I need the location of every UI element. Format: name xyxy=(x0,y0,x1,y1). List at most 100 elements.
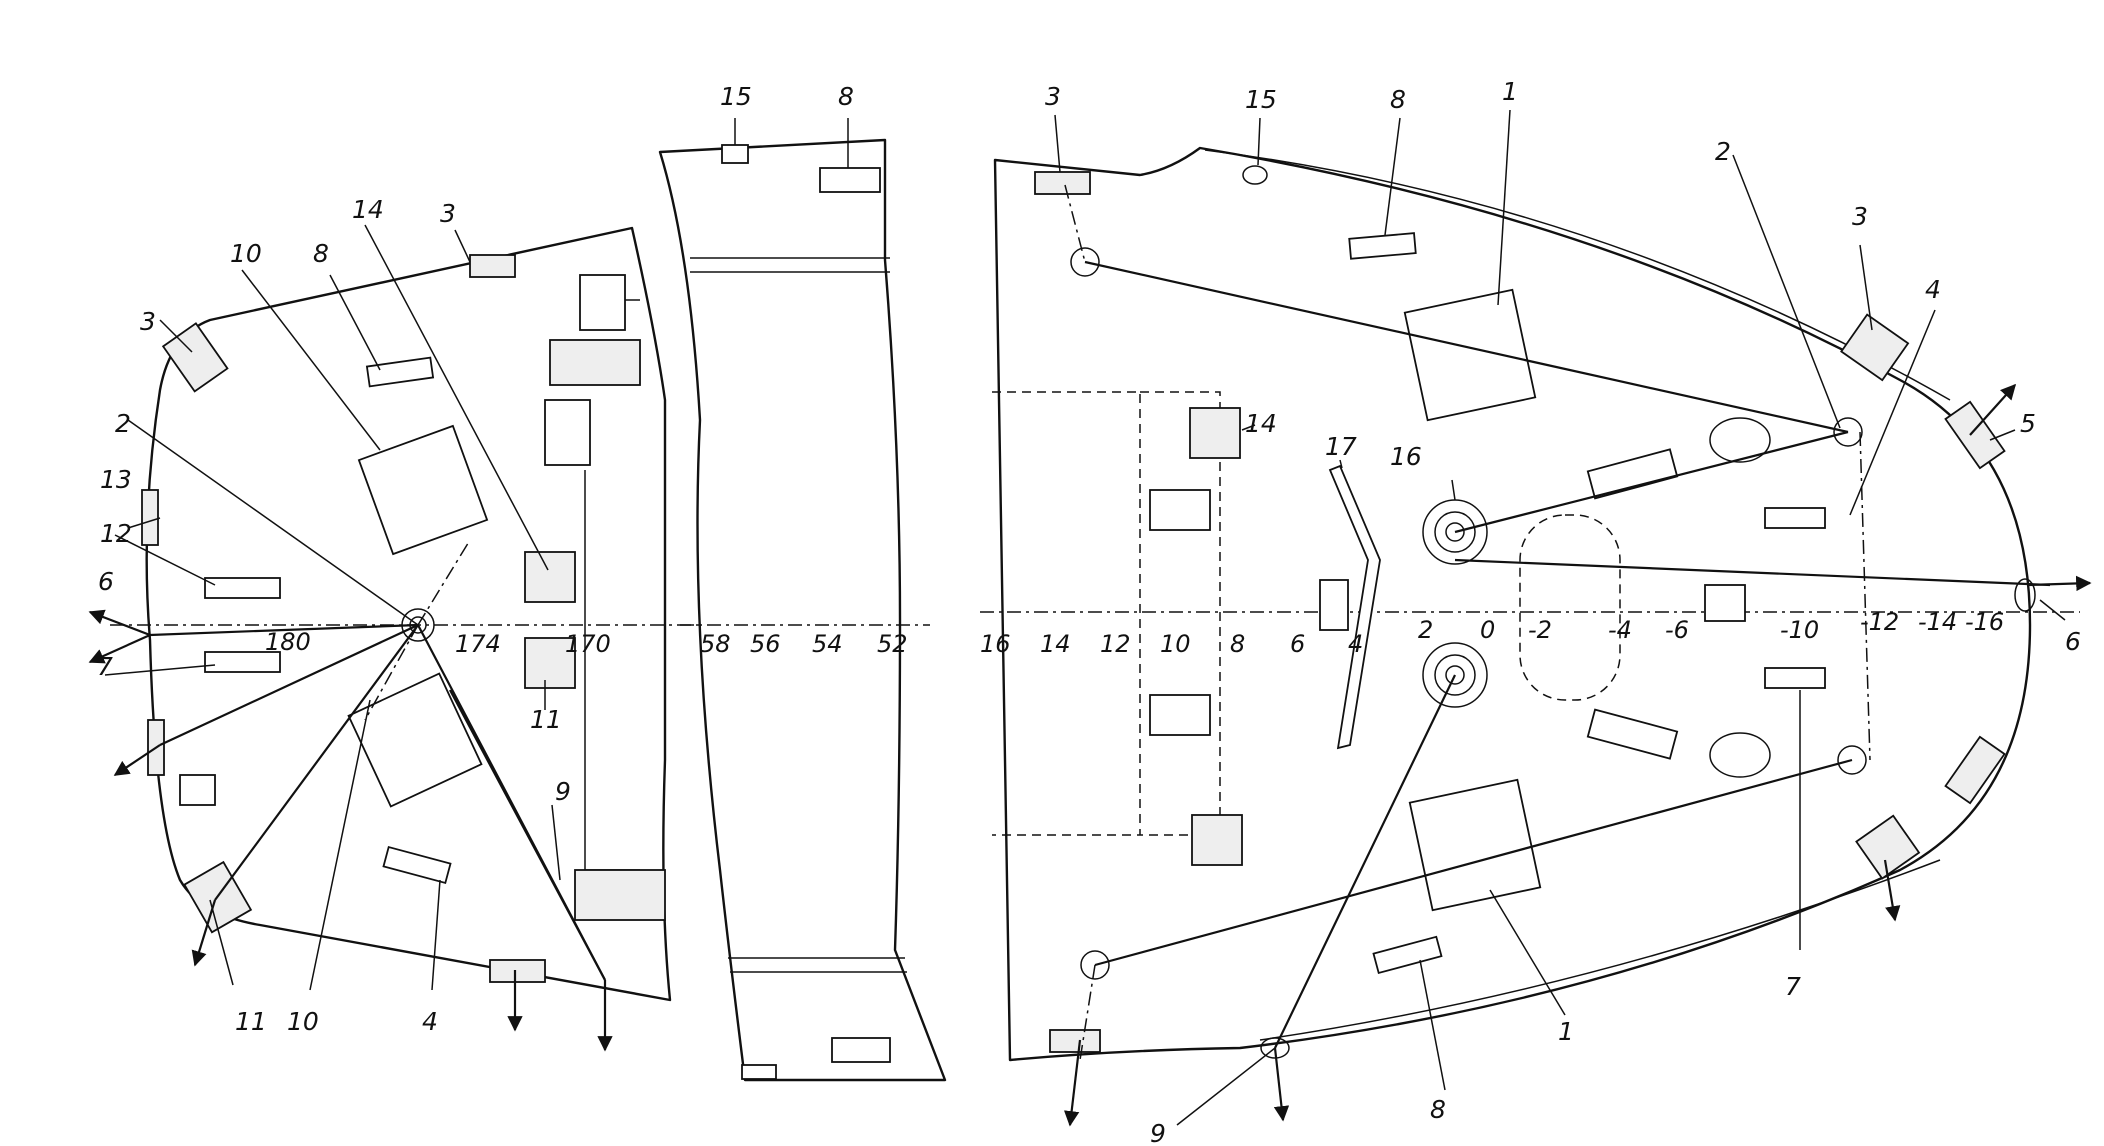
callout-8-mid: 8 xyxy=(838,82,854,111)
frame-14: 14 xyxy=(1040,630,1071,658)
callout-3-stern-left: 3 xyxy=(140,307,156,336)
callout-8-stern: 8 xyxy=(313,239,329,268)
frame-174: 174 xyxy=(455,630,501,658)
bow-stem-fairlead-6 xyxy=(2014,578,2036,612)
stern-ladder-top xyxy=(549,339,641,386)
bow-bollard-top xyxy=(1034,171,1091,195)
callout-15-bow: 15 xyxy=(1245,85,1277,114)
bow-winch-14-top xyxy=(1189,407,1241,459)
bow-bitt-2 xyxy=(1833,417,1863,447)
stern-fairlead-7 xyxy=(204,651,281,673)
stern-hatch xyxy=(579,274,626,331)
bow-windlass-lower xyxy=(1422,642,1488,708)
frame-2: 2 xyxy=(1418,616,1433,644)
bow-hull-outline xyxy=(993,146,2032,1062)
stern-bollard-top xyxy=(469,254,516,278)
frame-numbers: 180 174 170 58 56 54 52 16 14 12 10 8 6 … xyxy=(265,608,2004,658)
midship-cleat-8-top xyxy=(819,167,881,193)
stern-capstan-lower xyxy=(347,672,483,808)
bow-winch-14-bottom xyxy=(1191,814,1243,866)
stern-skylight xyxy=(544,399,591,466)
callout-15-mid: 15 xyxy=(720,82,752,111)
callout-4-stern: 4 xyxy=(422,1007,438,1036)
frame-10: 10 xyxy=(1160,630,1191,658)
stern-hull-outline xyxy=(145,226,672,1002)
frame-58: 58 xyxy=(700,630,731,658)
callout-5: 5 xyxy=(2020,409,2036,438)
stern-bollard-bottom xyxy=(489,959,546,983)
callout-12: 12 xyxy=(100,519,132,548)
callout-11-winch: 11 xyxy=(530,705,562,734)
stern-fairlead-12 xyxy=(204,577,281,599)
callout-16: 16 xyxy=(1390,442,1422,471)
frame-minus-2: -2 xyxy=(1528,616,1552,644)
callout-labels: 10 8 14 3 3 2 13 12 6 7 11 10 4 9 11 15 … xyxy=(97,77,2081,1146)
bow-hawse-lower xyxy=(1709,732,1771,778)
stern-small-box xyxy=(179,774,216,806)
stern-mooring-lines xyxy=(88,539,613,1052)
bow-bollard-lower xyxy=(1855,814,1921,880)
frame-8: 8 xyxy=(1230,630,1245,658)
callout-8-bow: 8 xyxy=(1390,85,1406,114)
frame-52: 52 xyxy=(877,630,908,658)
stern-cleat-4 xyxy=(382,845,452,885)
callout-2-stern: 2 xyxy=(115,409,131,438)
bow-capstan-upper xyxy=(1403,288,1537,422)
bow-chain-locker xyxy=(1519,514,1621,701)
stern-winch-14 xyxy=(524,551,576,603)
callout-9-bow: 9 xyxy=(1150,1119,1166,1146)
frame-minus-4: -4 xyxy=(1608,616,1632,644)
frame-4: 4 xyxy=(1348,630,1363,658)
callout-6-bow: 6 xyxy=(2065,627,2081,656)
stern-ladder-bottom xyxy=(574,869,666,921)
bow-cleat-8-top xyxy=(1348,232,1417,260)
frame-12: 12 xyxy=(1100,630,1131,658)
stern-deck-section xyxy=(88,226,700,1052)
callout-2-bow: 2 xyxy=(1715,137,1731,166)
bow-cleat-8-bottom xyxy=(1372,935,1443,975)
callout-10-bottom: 10 xyxy=(287,1007,319,1036)
bow-hawse-upper xyxy=(1709,417,1771,463)
bow-bollard-3 xyxy=(1840,313,1910,382)
bow-deckhouse xyxy=(992,391,1221,836)
callout-3-bow-top: 3 xyxy=(1045,82,1061,111)
callout-7-stern: 7 xyxy=(97,652,113,681)
callout-7-bow: 7 xyxy=(1785,972,1801,1001)
callout-11-stern: 11 xyxy=(235,1007,267,1036)
callout-14-bow: 14 xyxy=(1245,409,1277,438)
callout-3-stern-top: 3 xyxy=(440,199,456,228)
stern-capstan-upper xyxy=(357,424,489,556)
callout-leaders xyxy=(104,109,2066,1126)
frame-180: 180 xyxy=(265,628,311,656)
bow-fairlead-15 xyxy=(1242,165,1268,185)
midship-cleat-8-bottom xyxy=(831,1037,891,1063)
stern-cleat-8 xyxy=(365,356,435,388)
midship-fairlead-15-top xyxy=(721,144,749,164)
bow-deck-section xyxy=(980,146,2092,1127)
frame-minus-10: -10 xyxy=(1780,616,1819,644)
callout-10-top: 10 xyxy=(230,239,262,268)
bow-bollard-bottom xyxy=(1049,1029,1101,1053)
frame-minus-12: -12 xyxy=(1860,608,1899,636)
frame-170: 170 xyxy=(565,630,611,658)
stern-chock-13 xyxy=(141,489,159,546)
frame-54: 54 xyxy=(812,630,843,658)
callout-3-bow: 3 xyxy=(1852,202,1868,231)
stern-winch-11 xyxy=(524,637,576,689)
frame-minus-16: -16 xyxy=(1965,608,2004,636)
midship-outline xyxy=(658,138,947,1082)
frame-minus-6: -6 xyxy=(1665,616,1689,644)
bow-capstan-lower xyxy=(1408,778,1542,912)
callout-13: 13 xyxy=(100,465,132,494)
callout-1-bow-top: 1 xyxy=(1502,77,1518,106)
midship-fairlead-15-bottom xyxy=(741,1064,777,1080)
bow-mooring-lines xyxy=(1063,184,2092,1127)
bow-fairlead-9 xyxy=(1260,1037,1290,1059)
frame-16: 16 xyxy=(980,630,1011,658)
midship-deck-section xyxy=(658,138,947,1082)
bow-fairlead-4 xyxy=(1764,507,1826,529)
callout-17: 17 xyxy=(1325,432,1357,461)
callout-4-bow: 4 xyxy=(1925,275,1941,304)
frame-6: 6 xyxy=(1290,630,1305,658)
